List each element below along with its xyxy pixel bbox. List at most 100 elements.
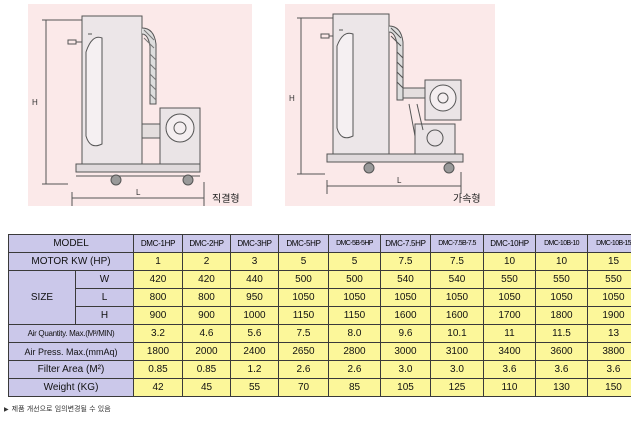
table-cell: 55 [230,378,279,397]
table-cell: 1900 [587,306,631,325]
table-cell: 8.0 [328,324,381,343]
left-diagram-caption: 직결형 [212,194,240,205]
table-cell: 550 [535,270,588,289]
filter-area-row: Filter Area (M²) 0.85 0.85 1.2 2.6 2.6 3… [8,360,631,379]
right-diagram-caption: 가속형 [453,194,481,205]
table-cell: 3 [230,252,279,271]
table-cell: 3.6 [535,360,588,379]
table-cell: 500 [278,270,329,289]
table-cell: 420 [133,270,183,289]
size-h-label: H [75,306,134,325]
model-header: DMC-10B-15 [587,234,631,253]
table-cell: 7.5 [380,252,431,271]
model-header: DMC-5B-5HP [328,234,381,253]
table-cell: 1600 [380,306,431,325]
right-dim-l-label: L [397,176,402,185]
table-cell: 800 [182,288,231,307]
table-cell: 9.6 [380,324,431,343]
table-cell: 2400 [230,342,279,361]
footnote: ▶제품 개선으로 임의변경될 수 있음 [4,404,111,414]
triangle-bullet-icon: ▶ [4,406,9,413]
model-header: DMC-7.5HP [380,234,431,253]
table-cell: 1050 [430,288,484,307]
table-cell: 3100 [430,342,484,361]
table-cell: 2.6 [278,360,329,379]
size-h-row: H 900 900 1000 1150 1150 1600 1600 1700 … [9,306,631,325]
size-w-row: SIZE W 420 420 440 500 500 540 540 550 5… [8,270,631,325]
table-cell: 2000 [182,342,231,361]
table-cell: 420 [182,270,231,289]
table-cell: 7.5 [278,324,329,343]
table-cell: 7.5 [430,252,484,271]
table-cell: 3.0 [380,360,431,379]
table-cell: 900 [182,306,231,325]
belt-drive-diagram-panel: H L 가속형 [285,4,495,206]
belt-drive-diagram [297,13,464,194]
model-header: DMC-3HP [230,234,279,253]
table-cell: 1050 [535,288,588,307]
table-cell: 10 [535,252,588,271]
table-cell: 540 [380,270,431,289]
table-cell: 3.2 [133,324,183,343]
model-header: DMC-5HP [278,234,329,253]
table-cell: 3.6 [483,360,536,379]
direct-drive-diagram-panel: H L 직결형 [28,4,252,206]
table-cell: 2650 [278,342,329,361]
table-cell: 3.0 [430,360,484,379]
table-cell: 1050 [278,288,329,307]
table-cell: 1000 [230,306,279,325]
table-cell: 85 [328,378,381,397]
table-cell: 1150 [328,306,381,325]
table-cell: 540 [430,270,484,289]
table-cell: 4.6 [182,324,231,343]
size-label: SIZE [8,270,76,325]
table-cell: 3000 [380,342,431,361]
table-cell: 3800 [587,342,631,361]
model-header: DMC-10HP [483,234,536,253]
table-cell: 1050 [483,288,536,307]
filter-area-label: Filter Area (M²) [8,360,134,379]
table-cell: 15 [587,252,631,271]
spec-table: MODEL DMC-1HP DMC-2HP DMC-3HP DMC-5HP DM… [8,234,631,397]
left-dim-h-label: H [32,98,38,107]
table-cell: 70 [278,378,329,397]
size-l-row: L 800 800 950 1050 1050 1050 1050 1050 1… [9,288,631,307]
model-row: MODEL DMC-1HP DMC-2HP DMC-3HP DMC-5HP DM… [8,234,631,253]
table-cell: 1700 [483,306,536,325]
table-cell: 1050 [587,288,631,307]
table-cell: 13 [587,324,631,343]
table-cell: 440 [230,270,279,289]
table-cell: 3600 [535,342,588,361]
left-dim-l-label: L [136,188,141,197]
model-label: MODEL [8,234,134,253]
table-cell: 1600 [430,306,484,325]
table-cell: 5 [278,252,329,271]
air-press-label: Air Press. Max.(mmAq) [8,342,134,361]
air-quantity-label: Air Quantity. Max.(M³/MIN) [8,324,134,343]
table-cell: 1 [133,252,183,271]
weight-label: Weight (KG) [8,378,134,397]
motor-row: MOTOR KW (HP) 1 2 3 5 5 7.5 7.5 10 10 15 [8,252,631,271]
model-header: DMC-1HP [133,234,183,253]
table-cell: 110 [483,378,536,397]
table-cell: 42 [133,378,183,397]
air-press-row: Air Press. Max.(mmAq) 1800 2000 2400 265… [8,342,631,361]
table-cell: 0.85 [182,360,231,379]
table-cell: 3400 [483,342,536,361]
table-cell: 1800 [133,342,183,361]
table-cell: 11 [483,324,536,343]
table-cell: 11.5 [535,324,588,343]
table-cell: 800 [133,288,183,307]
size-l-label: L [75,288,134,307]
table-cell: 125 [430,378,484,397]
weight-row: Weight (KG) 42 45 55 70 85 105 125 110 1… [8,378,631,397]
table-cell: 500 [328,270,381,289]
air-quantity-row: Air Quantity. Max.(M³/MIN) 3.2 4.6 5.6 7… [8,324,631,343]
footnote-text: 제품 개선으로 임의변경될 수 있음 [11,405,111,413]
table-cell: 2 [182,252,231,271]
table-cell: 1.2 [230,360,279,379]
table-cell: 1050 [380,288,431,307]
table-cell: 550 [587,270,631,289]
model-header: DMC-10B-10 [535,234,588,253]
table-cell: 5 [328,252,381,271]
